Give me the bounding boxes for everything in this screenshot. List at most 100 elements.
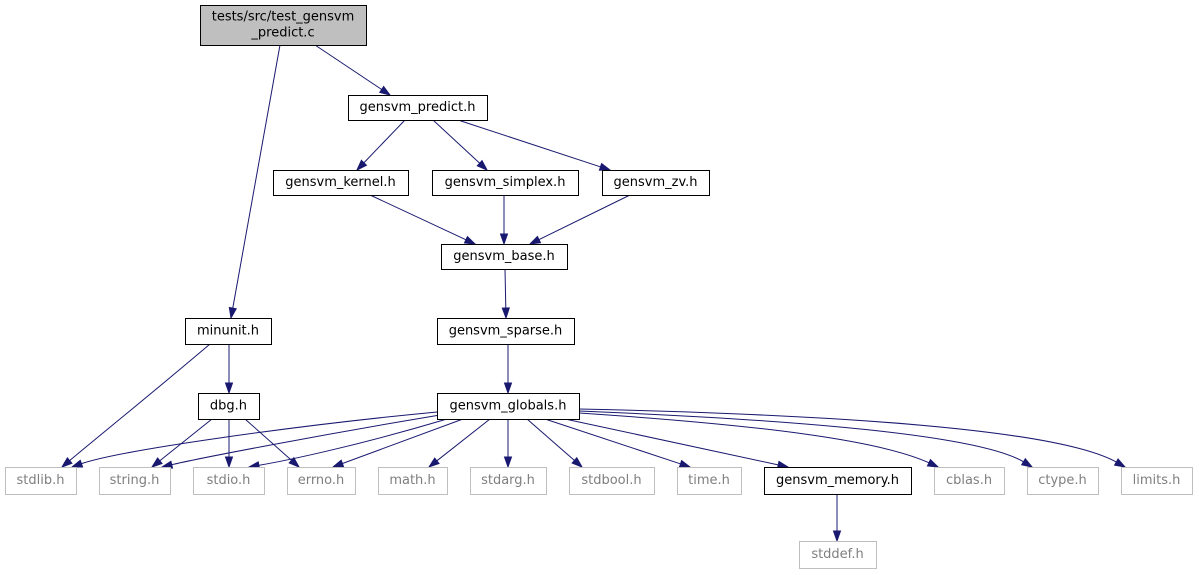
node-box bbox=[470, 467, 547, 495]
edge-line bbox=[80, 411, 438, 465]
node-gensvm-zv[interactable]: gensvm_zv.h bbox=[602, 170, 710, 196]
arrowhead-icon bbox=[463, 235, 477, 245]
node-time: time.h bbox=[677, 467, 742, 495]
arrowhead-icon bbox=[503, 382, 513, 395]
edge-line bbox=[314, 44, 383, 91]
node-label: stdio.h bbox=[207, 473, 251, 488]
edge-gensvm_globals-to-stdbool bbox=[526, 418, 584, 468]
node-gensvm-base[interactable]: gensvm_base.h bbox=[441, 244, 568, 270]
edge-gensvm_globals-to-time bbox=[544, 418, 692, 468]
node-dbg[interactable]: dbg.h bbox=[198, 393, 260, 420]
arrowhead-icon bbox=[598, 162, 612, 171]
arrowhead-icon bbox=[70, 459, 84, 468]
edge-line bbox=[526, 418, 576, 462]
node-label: errno.h bbox=[298, 473, 345, 488]
node-label: gensvm_simplex.h bbox=[445, 175, 566, 190]
node-box bbox=[5, 467, 77, 495]
arrowhead-icon bbox=[427, 457, 440, 468]
node-box bbox=[569, 467, 655, 495]
node-label: gensvm_memory.h bbox=[776, 473, 899, 488]
node-box bbox=[287, 467, 356, 495]
node-gensvm-sparse[interactable]: gensvm_sparse.h bbox=[437, 318, 575, 345]
edge-gensvm_memory-to-stddef bbox=[832, 494, 842, 543]
node-label: cblas.h bbox=[946, 473, 992, 488]
arrowhead-icon bbox=[571, 456, 584, 468]
edge-dbg-to-stdio bbox=[224, 419, 234, 469]
edge-line bbox=[457, 119, 602, 168]
arrowhead-icon bbox=[503, 456, 513, 469]
node-math: math.h bbox=[378, 467, 448, 495]
node-box bbox=[273, 170, 409, 196]
arrowhead-icon bbox=[224, 456, 234, 469]
node-label: tests/src/test_gensvm bbox=[212, 10, 355, 25]
edge-line bbox=[435, 418, 491, 462]
edge-line bbox=[158, 418, 213, 462]
node-label: ctype.h bbox=[1038, 473, 1087, 488]
node-gensvm-memory[interactable]: gensvm_memory.h bbox=[764, 467, 912, 495]
arrowhead-icon bbox=[499, 233, 509, 246]
edge-gensvm_sparse-to-gensvm_globals bbox=[503, 344, 513, 395]
node-label: _predict.c bbox=[250, 26, 314, 41]
edge-gensvm_globals-to-limits bbox=[578, 408, 1127, 468]
node-box bbox=[764, 467, 912, 495]
edge-gensvm_globals-to-ctype bbox=[578, 410, 1034, 468]
node-box bbox=[378, 467, 448, 495]
edge-gensvm_globals-to-errno bbox=[331, 418, 464, 468]
node-stdarg: stdarg.h bbox=[470, 467, 547, 495]
edge-dbg-to-string bbox=[150, 418, 213, 468]
arrowhead-icon bbox=[926, 458, 940, 468]
arrowhead-icon bbox=[288, 456, 301, 469]
edge-gensvm_predict-to-gensvm_simplex bbox=[432, 119, 489, 172]
arrowhead-icon bbox=[355, 159, 368, 172]
node-minunit[interactable]: minunit.h bbox=[185, 318, 272, 345]
node-stdbool: stdbool.h bbox=[569, 467, 655, 495]
node-label: gensvm_predict.h bbox=[360, 100, 476, 115]
edge-line bbox=[362, 119, 406, 164]
arrowhead-icon bbox=[60, 457, 73, 468]
node-box bbox=[193, 467, 265, 495]
node-gensvm-kernel[interactable]: gensvm_kernel.h bbox=[273, 170, 409, 196]
arrowhead-icon bbox=[1113, 458, 1127, 468]
node-box bbox=[198, 393, 260, 420]
node-limits: limits.h bbox=[1121, 467, 1193, 495]
edge-line bbox=[544, 418, 682, 465]
arrowhead-icon bbox=[501, 307, 510, 320]
node-box bbox=[348, 95, 488, 121]
edge-gensvm_globals-to-math bbox=[427, 418, 491, 468]
edge-gensvm_globals-to-cblas bbox=[578, 412, 940, 468]
edge-line bbox=[68, 343, 211, 462]
arrowhead-icon bbox=[1020, 457, 1034, 468]
node-box bbox=[441, 244, 568, 270]
edge-line bbox=[578, 410, 1025, 463]
node-label: gensvm_base.h bbox=[453, 249, 554, 264]
edges-layer bbox=[60, 44, 1127, 543]
edge-gensvm_globals-to-gensvm_memory bbox=[564, 418, 790, 469]
node-label: math.h bbox=[389, 473, 435, 488]
arrowhead-icon bbox=[378, 85, 392, 96]
node-stddef: stddef.h bbox=[799, 541, 877, 569]
edge-line bbox=[578, 412, 931, 464]
node-box bbox=[799, 541, 877, 569]
edge-line bbox=[341, 418, 464, 465]
node-box bbox=[934, 467, 1005, 495]
node-label: stdarg.h bbox=[481, 473, 535, 488]
node-gensvm-globals[interactable]: gensvm_globals.h bbox=[437, 393, 580, 420]
node-label: limits.h bbox=[1133, 473, 1181, 488]
arrowhead-icon bbox=[528, 235, 542, 245]
node-stdlib: stdlib.h bbox=[5, 467, 77, 495]
node-errno: errno.h bbox=[287, 467, 356, 495]
nodes-layer: tests/src/test_gensvm_predict.c gensvm_pr… bbox=[5, 5, 1193, 569]
node-box bbox=[437, 393, 580, 420]
edge-line bbox=[369, 194, 468, 241]
edge-minunit-to-stdlib bbox=[60, 343, 211, 468]
node-gensvm-simplex[interactable]: gensvm_simplex.h bbox=[432, 170, 579, 196]
edge-line bbox=[257, 418, 448, 466]
edge-root-to-gensvm_predict bbox=[314, 44, 392, 96]
edge-line bbox=[170, 414, 441, 466]
node-root[interactable]: tests/src/test_gensvm_predict.c bbox=[200, 5, 367, 46]
node-gensvm-predict[interactable]: gensvm_predict.h bbox=[348, 95, 488, 121]
node-box bbox=[602, 170, 710, 196]
edge-line bbox=[432, 119, 481, 165]
